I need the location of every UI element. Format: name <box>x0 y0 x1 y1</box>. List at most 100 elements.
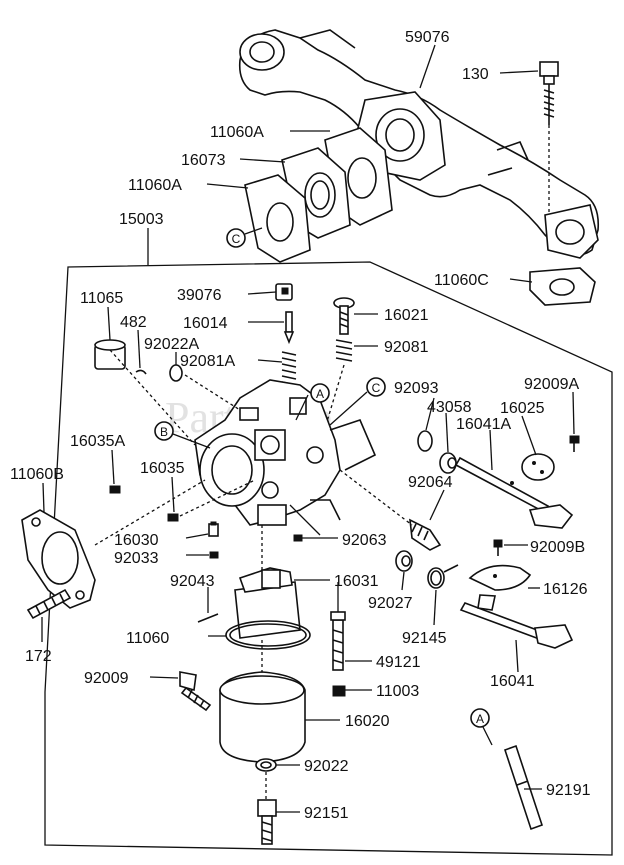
label-482: 482 <box>120 314 147 331</box>
leader-59076 <box>419 44 436 89</box>
leader-92145 <box>433 589 437 626</box>
label-16035a: 16035A <box>70 433 125 450</box>
leader-16030 <box>185 533 209 539</box>
leader-92009 <box>149 676 179 679</box>
leader-92064-dash <box>339 469 413 526</box>
svg-text:A: A <box>316 387 324 401</box>
label-11060b: 11060B <box>10 466 64 483</box>
label-16041: 16041 <box>490 673 535 690</box>
leader-marker-a-2 <box>482 726 493 746</box>
gasket-11060 <box>225 620 311 650</box>
label-11003: 11003 <box>376 683 419 700</box>
washer-92027 <box>395 550 413 572</box>
leader-92081a <box>257 359 283 363</box>
leader-92027 <box>401 571 405 591</box>
label-92009: 92009 <box>84 670 129 687</box>
spring-92081 <box>335 339 353 362</box>
part-92033 <box>209 551 219 559</box>
label-92022: 92022 <box>304 758 349 775</box>
leader-16041 <box>515 639 519 673</box>
leader-482 <box>137 329 141 369</box>
label-92093: 92093 <box>394 380 439 397</box>
label-16021: 16021 <box>384 307 429 324</box>
needle-16014 <box>283 311 295 345</box>
float-16031 <box>234 567 301 639</box>
marker-a-1: A <box>310 383 330 403</box>
label-59076: 59076 <box>405 29 450 46</box>
label-130: 130 <box>462 66 489 83</box>
washer-92022 <box>255 758 277 772</box>
label-92027: 92027 <box>368 595 413 612</box>
leader-92063-b <box>289 504 321 536</box>
seal-43058 <box>439 452 457 474</box>
marker-a-2: A <box>470 708 490 728</box>
label-11065: 11065 <box>80 290 123 307</box>
label-92191: 92191 <box>546 782 591 799</box>
label-16014: 16014 <box>183 315 228 332</box>
leader-43058 <box>445 412 449 453</box>
marker-c-1: C <box>226 228 246 248</box>
label-92033: 92033 <box>114 550 159 567</box>
label-16035: 16035 <box>140 460 185 477</box>
leader-130 <box>499 70 539 74</box>
leader-marker-a-1 <box>295 394 309 421</box>
leader-marker-c-2 <box>329 391 368 426</box>
leader-92064 <box>429 489 445 521</box>
clip-482 <box>135 369 147 375</box>
assembly-boundary <box>44 261 613 856</box>
gasket-11060b <box>21 509 96 609</box>
oring-92093 <box>417 430 433 452</box>
label-92064: 92064 <box>408 474 453 491</box>
plate-16126 <box>468 564 532 591</box>
leader-16041a <box>489 429 493 471</box>
stud-172 <box>26 588 72 620</box>
label-11060c: 11060C <box>434 272 489 289</box>
label-11060: 11060 <box>126 630 169 647</box>
choke-shaft-16041a <box>454 456 574 529</box>
label-11060a-2: 11060A <box>128 177 182 194</box>
leader-92009a <box>572 391 575 435</box>
callout-labels: 59076 130 11060A 16073 11060A 15003 1106… <box>10 29 591 822</box>
leader-92093 <box>425 397 435 431</box>
leader-16035 <box>171 476 175 513</box>
label-16126: 16126 <box>543 581 588 598</box>
screw-92064 <box>409 518 442 551</box>
label-92081: 92081 <box>384 339 429 356</box>
screw-92009b <box>493 539 503 556</box>
label-15003: 15003 <box>119 211 164 228</box>
label-92022a: 92022A <box>144 336 199 353</box>
screw-16021 <box>333 297 355 335</box>
leader-16073 <box>239 158 286 163</box>
label-92151: 92151 <box>304 805 349 822</box>
label-39076: 39076 <box>177 287 222 304</box>
label-92145: 92145 <box>402 630 447 647</box>
leader-16035-dash <box>179 479 256 517</box>
bolt-130 <box>539 61 559 215</box>
intake-manifold <box>238 29 600 259</box>
plate-16025 <box>521 453 555 481</box>
svg-text:C: C <box>372 381 381 395</box>
label-16031: 16031 <box>334 573 379 590</box>
marker-c-2: C <box>366 377 386 397</box>
bolt-92151 <box>257 799 277 845</box>
pin-92043 <box>197 613 219 623</box>
screw-92009 <box>179 671 212 712</box>
leader-92081-down <box>319 364 345 446</box>
label-16073: 16073 <box>181 152 226 169</box>
part-16030 <box>208 521 219 537</box>
leader-marker-c-1 <box>244 227 263 235</box>
label-43058: 43058 <box>427 399 472 416</box>
carburetor-body <box>194 379 377 526</box>
throttle-shaft-16041 <box>459 594 574 649</box>
spring-92081a <box>281 351 297 386</box>
label-16020: 16020 <box>345 713 390 730</box>
label-16041a: 16041A <box>456 416 511 433</box>
label-92043: 92043 <box>170 573 215 590</box>
label-92081a: 92081A <box>180 353 235 370</box>
pin-92191 <box>503 744 544 831</box>
leader-11060c <box>509 278 533 283</box>
gasket-11060a-lower <box>244 174 311 263</box>
part-11065 <box>94 339 126 370</box>
screw-92009a <box>569 435 580 452</box>
